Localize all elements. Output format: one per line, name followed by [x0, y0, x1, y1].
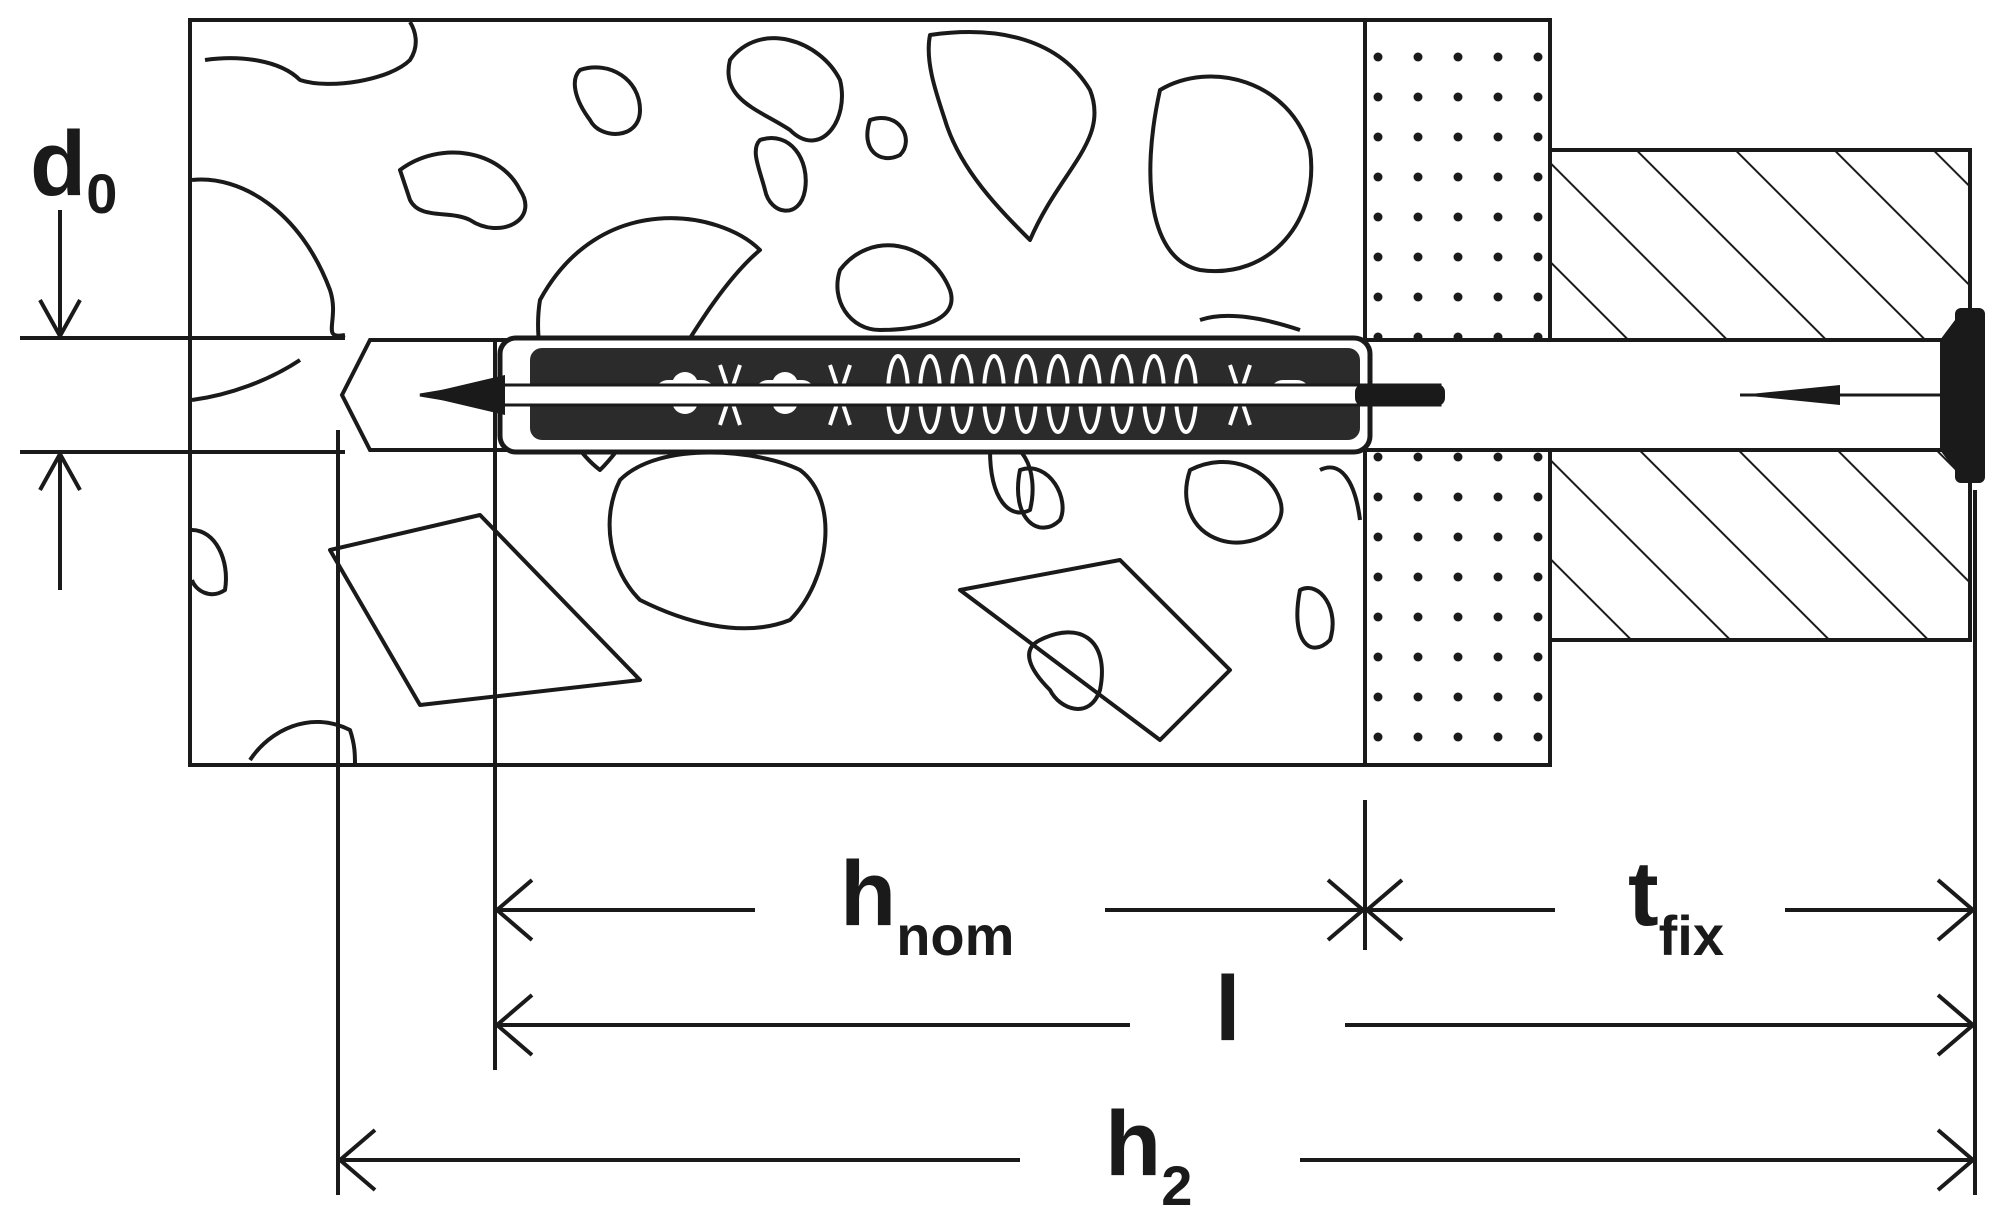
d0-dimension: [20, 210, 345, 590]
extension-lines: [336, 340, 1977, 1195]
hnom-label: hnom: [840, 843, 1014, 967]
l-dimension: [493, 993, 1977, 1057]
anchor-head: [1940, 308, 1985, 483]
hnom-dimension: [493, 878, 1367, 942]
h2-label: h2: [1105, 1093, 1192, 1215]
tfix-label: tfix: [1628, 843, 1724, 967]
d0-label: d0: [30, 113, 117, 225]
tfix-dimension: [1363, 878, 1977, 942]
h2-dimension: [336, 1128, 1977, 1192]
l-label: l: [1215, 958, 1241, 1060]
anchor-screw: [419, 375, 1940, 415]
